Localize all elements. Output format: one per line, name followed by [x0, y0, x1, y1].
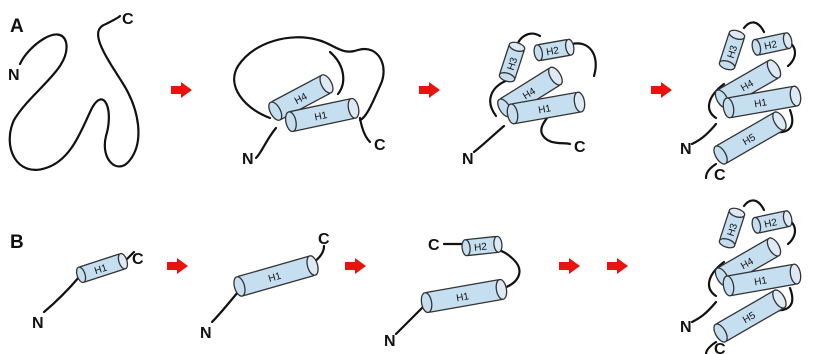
- n-terminus-label: N: [200, 325, 212, 342]
- c-terminus-label: C: [374, 137, 386, 154]
- helix-h3: H3: [498, 41, 526, 84]
- helix-h2: H2: [533, 39, 575, 62]
- stage-a2-two-helices: H4 H1 N C: [234, 37, 386, 168]
- arrow-b2: [345, 258, 366, 274]
- arrow-b1: [167, 258, 188, 274]
- c-terminus-label: C: [714, 341, 726, 354]
- n-terminus-label: N: [680, 319, 692, 336]
- helix-h2: H2: [751, 32, 793, 56]
- arrow-b3a: [559, 258, 580, 274]
- n-terminus-label: N: [32, 315, 44, 332]
- c-terminus-label: C: [122, 11, 134, 28]
- n-terminus-label: N: [8, 67, 20, 84]
- arrow-a1: [171, 82, 192, 98]
- stage-b3-h1-h2: H2 H1 N C: [384, 236, 519, 350]
- helix-h1-label: H1: [753, 97, 768, 110]
- n-terminus-label: N: [462, 151, 474, 168]
- panel-label-a: A: [10, 16, 24, 37]
- arrow-a2: [419, 82, 440, 98]
- helix-h2: H2: [461, 236, 502, 256]
- c-terminus-label: C: [318, 231, 330, 248]
- arrow-a3: [651, 82, 672, 98]
- stage-b2-h1-elongation: H1 N C: [200, 231, 330, 342]
- n-terminus-label: N: [384, 333, 396, 350]
- helix-h2: H2: [751, 210, 793, 234]
- helix-h1-label: H1: [455, 291, 470, 304]
- stage-b1-h1-nucleation: H1 N C: [32, 251, 144, 332]
- helix-h3: H3: [718, 207, 746, 250]
- c-terminus-label: C: [574, 139, 586, 156]
- helix-h5: H5: [711, 110, 789, 166]
- stage-a4-folded-protein: H3 H2 H4 H1 H5 N C: [680, 22, 802, 184]
- arrow-b3b: [607, 258, 628, 274]
- helix-h1: H1: [232, 255, 320, 298]
- helix-h1-label: H1: [753, 275, 768, 288]
- panel-label-b: B: [10, 232, 24, 253]
- c-terminus-label: C: [132, 251, 144, 268]
- helix-h5: H5: [711, 288, 789, 344]
- stage-a1-unfolded-chain: N C: [8, 11, 138, 170]
- helix-h2-label: H2: [545, 45, 560, 58]
- helix-h1: H1: [420, 279, 508, 314]
- n-terminus-label: N: [242, 151, 254, 168]
- c-terminus-label: C: [714, 167, 726, 184]
- helix-h1-label: H1: [537, 103, 552, 116]
- c-terminus-label: C: [428, 237, 440, 254]
- helix-h2-label: H2: [474, 241, 488, 253]
- stage-a3-four-helices: H3 H2 H4 H1 N C: [462, 34, 596, 168]
- helix-h1: H1: [75, 252, 129, 283]
- helix-h3: H3: [718, 29, 746, 72]
- stage-b4-folded-protein: H3 H2 H4 H1 H5 N C: [680, 200, 802, 354]
- n-terminus-label: N: [680, 141, 692, 158]
